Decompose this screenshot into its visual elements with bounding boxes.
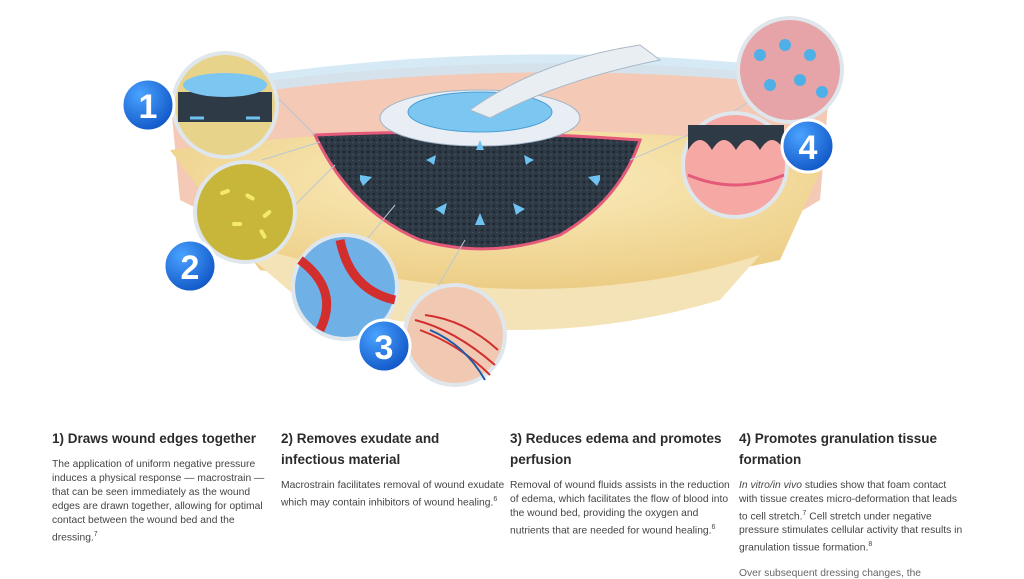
magnifier-4-stretch — [736, 16, 844, 124]
section-2: 2) Removes exudate and infectious materi… — [281, 428, 506, 510]
magnifier-3-cells — [291, 233, 399, 341]
flow-arrows — [360, 140, 600, 225]
section-2-body: Macrostrain facilitates removal of wound… — [281, 480, 505, 509]
section-4-title: 4) Promotes granulation tissue formation — [739, 431, 938, 467]
magnifier-4-granulation — [681, 111, 789, 219]
badge-4: 4 — [780, 118, 836, 174]
section-1-title: 1) Draws wound edges together — [52, 431, 257, 446]
section-2-title: 2) Removes exudate and infectious materi… — [281, 431, 440, 467]
badge-2-label: 2 — [181, 249, 200, 287]
badge-4-label: 4 — [799, 129, 818, 167]
badge-3-label: 3 — [375, 329, 394, 367]
section-3-body: Removal of wound fluids assists in the r… — [510, 480, 730, 537]
badge-1: 1 — [120, 77, 176, 133]
section-3: 3) Reduces edema and promotes perfusion … — [510, 428, 735, 538]
magnifier-2 — [193, 160, 297, 264]
badge-1-label: 1 — [139, 88, 158, 126]
badge-2: 2 — [162, 238, 218, 294]
magnifier-3-vessels — [403, 283, 507, 387]
section-1: 1) Draws wound edges together The applic… — [52, 428, 277, 545]
wound-therapy-illustration: 1 2 3 4 — [120, 16, 844, 387]
section-1-body: The application of uniform negative pres… — [52, 459, 265, 544]
pad-and-tubing — [379, 44, 662, 147]
section-4-continued: Over subsequent dressing changes, the — [739, 568, 922, 579]
badge-3: 3 — [356, 318, 412, 374]
section-4: 4) Promotes granulation tissue formation… — [739, 428, 964, 556]
section-4-body: In vitro/in vivo studies show that foam … — [739, 480, 963, 554]
section-3-title: 3) Reduces edema and promotes perfusion — [510, 431, 722, 467]
magnifier-1 — [171, 51, 279, 159]
